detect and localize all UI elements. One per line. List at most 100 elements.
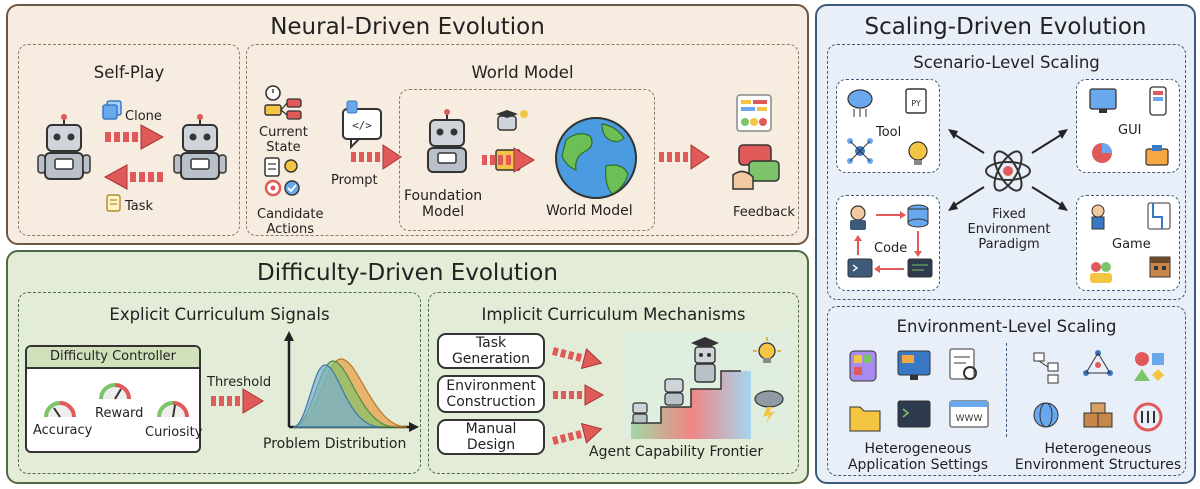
implicit-arrows-graphics: [552, 347, 605, 445]
scaling-driven-title: Scaling-Driven Evolution: [864, 14, 1147, 40]
prompt-icon: </>: [342, 100, 382, 150]
arrow-left-icon: [874, 265, 904, 273]
task-document-icon: [106, 194, 121, 212]
clone-icon: [102, 100, 122, 120]
implicit-curriculum-title: Implicit Curriculum Mechanisms: [481, 305, 746, 324]
flowchart-icon: [1033, 352, 1059, 384]
accuracy-label: Accuracy: [33, 423, 93, 438]
game-label: Game: [1112, 237, 1151, 252]
developer-icon: [850, 205, 866, 230]
arrow-right-icon: [105, 124, 165, 150]
arrow-left-icon: [103, 164, 163, 190]
curiosity-gauge-icon: [157, 401, 189, 418]
terminal-icon: [907, 258, 933, 278]
arrow-down-icon: [914, 231, 922, 257]
code-monitor-icon: [847, 258, 873, 278]
arrow-right-icon: [552, 422, 603, 445]
gauges-graphics: [44, 383, 189, 418]
globe-eye-icon: [1033, 402, 1059, 428]
capability-frontier-label: Agent Capability Frontier: [589, 444, 764, 460]
implicit-curriculum-box: Implicit Curriculum Mechanisms Task Gene…: [428, 292, 799, 474]
task-label: Task: [125, 199, 154, 214]
neural-driven-title: Neural-Driven Evolution: [270, 14, 545, 40]
manual-design-box: Manual Design: [437, 419, 545, 455]
accuracy-gauge-icon: [44, 401, 76, 418]
arrow-right-icon: [351, 144, 402, 170]
world-model-inner-graphics: [427, 109, 637, 199]
shapes-icon: [1134, 352, 1164, 381]
world-model-label: World Model: [546, 203, 633, 219]
phone-icon: [1149, 86, 1167, 116]
environment-graphics: WWW: [849, 348, 1164, 432]
atom-icon: [985, 150, 1031, 192]
scenario-scaling-title: Scenario-Level Scaling: [913, 53, 1100, 72]
document-search-icon: [949, 348, 977, 380]
storm-cloud-icon: [754, 390, 784, 423]
difficulty-driven-panel: Difficulty-Driven Evolution Explicit Cur…: [6, 250, 809, 484]
feedback-survey-icon: [736, 94, 772, 132]
boxes-icon: [1083, 402, 1113, 428]
game-team-icon: [1090, 262, 1112, 283]
arrow-up-icon: [854, 235, 862, 255]
capability-frontier-graphics: [621, 331, 793, 439]
candidate-actions-icon: [264, 157, 300, 197]
arrow-to-gui-icon: [1031, 129, 1068, 154]
world-model-graphics: </>: [264, 85, 780, 197]
gear-sliders-icon: [1133, 402, 1163, 432]
arrow-right-icon: [876, 211, 906, 219]
heterogeneous-environment-label: Heterogeneous Environment Structures: [1014, 441, 1182, 473]
scenario-scaling-box: Scenario-Level Scaling PY: [827, 44, 1186, 300]
world-model-title: World Model: [471, 63, 574, 82]
arrow-right-icon: [553, 384, 605, 406]
code-label: Code: [874, 241, 908, 256]
arrow-to-code-icon: [948, 186, 985, 211]
arrow-to-tool-icon: [948, 129, 985, 154]
chart-app-icon: [1092, 143, 1112, 163]
svg-text:PY: PY: [911, 99, 921, 108]
feedback-label: Feedback: [733, 205, 795, 220]
medium-robot-icon: [664, 378, 684, 406]
scaling-driven-panel: Scaling-Driven Evolution Scenario-Level …: [815, 4, 1196, 484]
game-character-icon: [1091, 204, 1105, 230]
mobile-app-icon: [849, 350, 877, 382]
threshold-label: Threshold: [207, 375, 272, 390]
folder-icon: [849, 406, 881, 432]
environment-scaling-title: Environment-Level Scaling: [896, 317, 1117, 336]
lightbulb-icon: [753, 337, 781, 363]
network-icon: [847, 138, 873, 164]
arrow-right-icon: [482, 147, 535, 173]
robot-icon: [427, 109, 467, 173]
environment-scaling-box: Environment-Level Scaling WWW Heterogene…: [827, 306, 1186, 476]
scenario-graphics: PY: [847, 86, 1171, 283]
tool-label: Tool: [876, 125, 902, 140]
explicit-curriculum-title: Explicit Curriculum Signals: [109, 305, 330, 324]
monitor-icon: [1089, 88, 1117, 113]
problem-distribution-label: Problem Distribution: [263, 436, 407, 452]
gui-label: GUI: [1118, 123, 1142, 138]
graduate-robot-icon: [691, 337, 719, 383]
robot-clone-icon: [173, 114, 227, 180]
python-file-icon: PY: [905, 88, 927, 114]
candidate-actions-label: Candidate Actions: [257, 207, 324, 237]
arrow-right-icon: [659, 144, 710, 170]
world-model-box: World Model: [246, 44, 799, 237]
threshold-arrow-graphics: [211, 388, 264, 414]
world-model-inner-box: Foundation Model World Model: [399, 89, 655, 231]
neural-driven-panel: Neural-Driven Evolution Self-Play: [6, 4, 809, 245]
current-state-label: Current State: [259, 125, 308, 155]
reward-gauge-icon: [99, 383, 131, 400]
arrow-right-icon: [552, 347, 603, 370]
cloud-api-icon: [847, 89, 873, 117]
graph-network-icon: [1083, 350, 1113, 376]
svg-text:</>: </>: [352, 119, 372, 132]
state-tree-icon: [264, 85, 302, 120]
settings-bulb-icon: [908, 141, 928, 165]
shopping-icon: [1145, 145, 1169, 166]
self-play-title: Self-Play: [93, 63, 165, 82]
prompt-label: Prompt: [331, 173, 378, 188]
environment-divider: [1006, 343, 1007, 437]
maze-icon: [1147, 202, 1171, 230]
self-play-box: Self-Play: [18, 44, 240, 236]
minecraft-icon: [1149, 256, 1171, 278]
difficulty-driven-title: Difficulty-Driven Evolution: [257, 260, 558, 286]
